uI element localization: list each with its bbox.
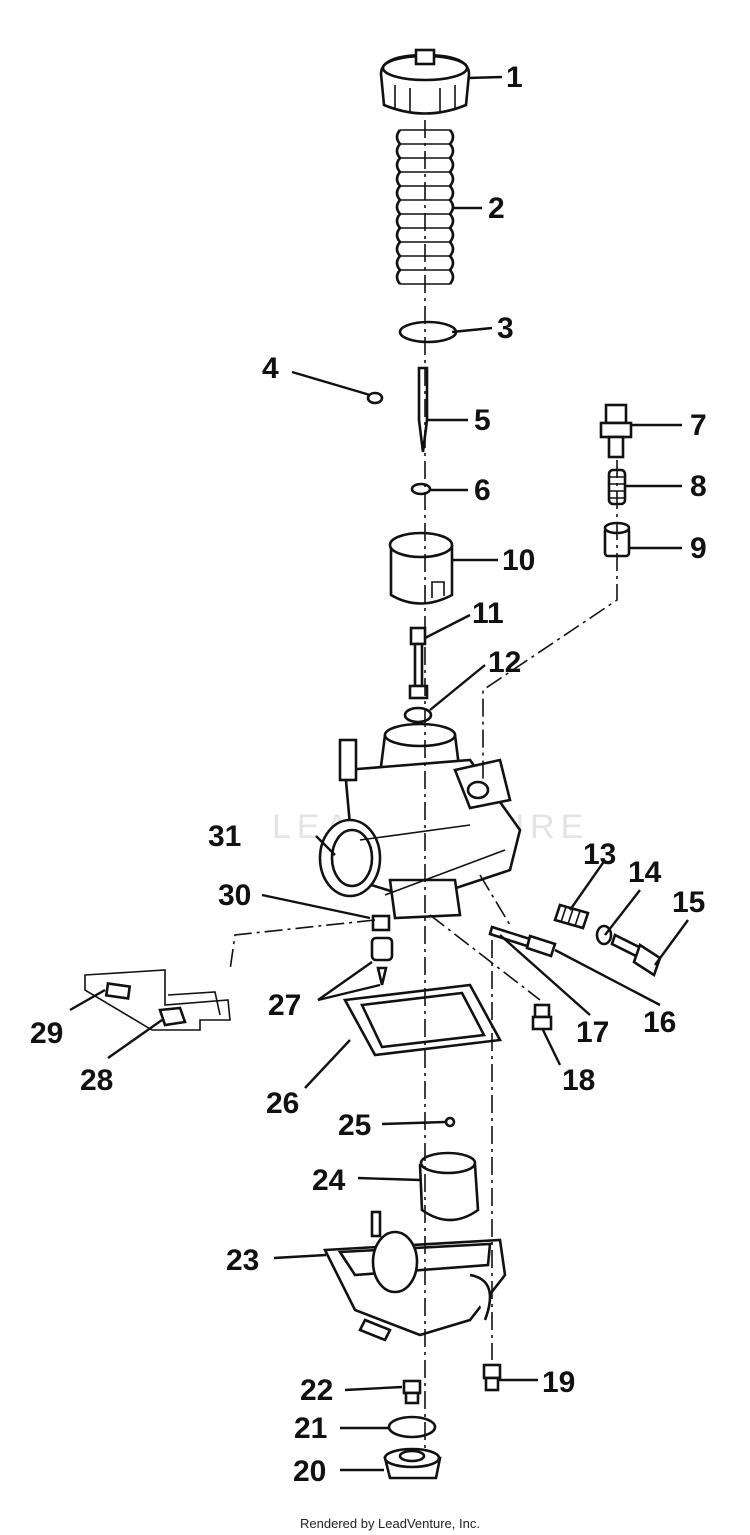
callout-2: 2	[488, 192, 505, 225]
callout-6: 6	[474, 474, 491, 507]
part-float-bowl	[322, 1210, 507, 1342]
callout-11: 11	[472, 597, 504, 630]
part-main-jet	[402, 1379, 422, 1405]
part-pilot-jet	[599, 403, 633, 459]
callout-26: 26	[266, 1087, 299, 1120]
part-idle-spring	[553, 903, 590, 930]
callout-19: 19	[542, 1366, 575, 1399]
part-float-needle	[370, 936, 394, 986]
callout-1: 1	[506, 61, 523, 94]
part-plate	[398, 320, 458, 344]
callout-labels: 1 2 3 4 5 6 7 8 9 10 11 12 31 30 13 14 1…	[30, 61, 707, 1488]
callout-17: 17	[576, 1016, 609, 1049]
callout-9: 9	[690, 532, 707, 565]
callout-10: 10	[502, 544, 535, 577]
callout-31: 31	[208, 820, 241, 853]
part-o-ring-top	[403, 706, 433, 724]
part-air-screw	[408, 626, 429, 700]
part-bowl-plug	[383, 1447, 442, 1480]
part-bowl-screw	[482, 1363, 502, 1392]
callout-28: 28	[80, 1064, 113, 1097]
part-drain-plug	[531, 1003, 553, 1031]
part-idle-screw	[610, 933, 662, 977]
credit-line: Rendered by LeadVenture, Inc.	[300, 1516, 480, 1531]
callout-22: 22	[300, 1374, 333, 1407]
callout-4: 4	[262, 352, 279, 385]
leader-lines	[69, 75, 689, 1472]
part-mixture-screw	[488, 925, 557, 958]
callout-8: 8	[690, 470, 707, 503]
part-float	[84, 969, 231, 1031]
part-needle-valve-seat	[371, 914, 391, 932]
callout-23: 23	[226, 1244, 259, 1277]
part-clip	[366, 391, 384, 405]
part-throttle-slide	[388, 531, 454, 605]
part-o-ring-bottom	[387, 1415, 437, 1439]
part-washer	[410, 482, 432, 496]
part-cap	[379, 48, 471, 115]
callout-12: 12	[488, 646, 521, 679]
part-gasket	[342, 983, 503, 1057]
callout-16: 16	[643, 1006, 676, 1039]
part-carb-body	[318, 722, 522, 920]
part-float-cup	[418, 1151, 480, 1222]
callout-27: 27	[268, 989, 301, 1022]
callout-5: 5	[474, 404, 491, 437]
callout-3: 3	[497, 312, 514, 345]
center-lines	[229, 120, 618, 1450]
callout-25: 25	[338, 1109, 371, 1142]
callout-15: 15	[672, 886, 705, 919]
callout-29: 29	[30, 1017, 63, 1050]
callout-14: 14	[628, 856, 662, 889]
callout-7: 7	[690, 409, 707, 442]
callout-18: 18	[562, 1064, 595, 1097]
callout-20: 20	[293, 1455, 326, 1488]
callout-30: 30	[218, 879, 251, 912]
callout-21: 21	[294, 1412, 327, 1445]
callout-13: 13	[583, 838, 616, 871]
callout-24: 24	[312, 1164, 346, 1197]
part-pin	[444, 1116, 456, 1128]
